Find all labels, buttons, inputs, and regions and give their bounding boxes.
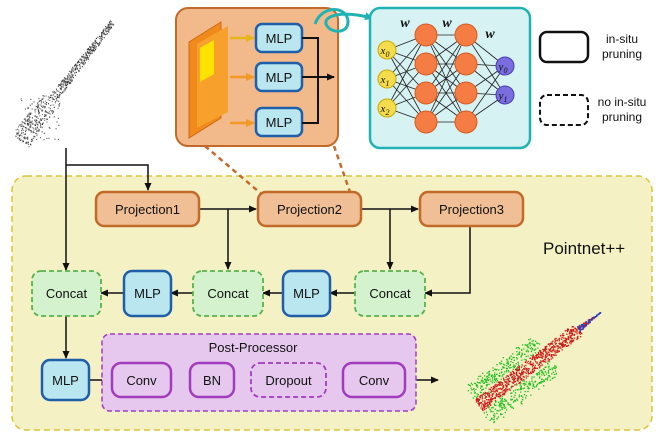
svg-text:x1: x1: [380, 74, 390, 88]
inset-guide-left: [204, 145, 266, 198]
hidden-node-1-0: [414, 23, 438, 47]
concat-2-label: Concat: [207, 286, 249, 301]
hidden-node-1-1: [414, 52, 438, 76]
zoom-connector: [313, 8, 374, 33]
inset-guide-right: [332, 145, 352, 193]
svg-text:y1: y1: [498, 90, 508, 104]
mlp-1: MLP: [122, 269, 173, 318]
mlp-1-label: MLP: [134, 286, 161, 301]
concat-2: Concat: [192, 270, 264, 317]
post-conv-2: Conv: [341, 361, 407, 399]
output-node-1: y1: [495, 85, 515, 105]
projection-1-label: Projection1: [115, 202, 180, 217]
hidden-node-2-2: [454, 81, 478, 105]
projection-1: Projection1: [94, 190, 201, 228]
hidden-node-2-3: [454, 110, 478, 134]
input-point-cloud-icon: [15, 20, 115, 148]
inset-mlp-3-label: MLP: [266, 115, 293, 130]
mlp-3-label: MLP: [52, 373, 79, 388]
weight-label-1: w: [400, 16, 410, 31]
mlp-3: MLP: [40, 358, 91, 402]
post-dropout-label: Dropout: [265, 373, 312, 388]
legend-solid-swatch: [538, 30, 590, 64]
hidden-node-2-1: [454, 52, 478, 76]
post-dropout: Dropout: [250, 362, 327, 398]
post-bn: BN: [188, 361, 236, 399]
connections: [62, 148, 471, 384]
input-node-1: x1: [377, 69, 397, 89]
legend-solid-label-2: pruning: [602, 47, 642, 61]
projection-2: Projection2: [256, 190, 363, 228]
pointnet-label: Pointnet++: [543, 239, 625, 258]
concat-3: Concat: [354, 270, 426, 317]
post-processor-title: Post-Processor: [209, 340, 299, 355]
legend-solid-label-1: in-situ: [606, 32, 638, 46]
legend-dashed-label-1: no in-situ: [598, 95, 647, 109]
post-conv-2-label: Conv: [359, 373, 390, 388]
projection-3-label: Projection3: [439, 202, 504, 217]
mlp-2-label: MLP: [293, 286, 320, 301]
legend: in-situ pruning no in-situ pruning: [538, 30, 647, 126]
output-node-0: y0: [495, 56, 515, 76]
input-node-0: x0: [377, 40, 397, 60]
feature-map-icon: [188, 21, 228, 139]
legend-dashed-label-2: pruning: [602, 110, 642, 124]
svg-text:y0: y0: [498, 61, 508, 75]
concat-1: Concat: [31, 270, 102, 317]
post-conv-1: Conv: [110, 361, 173, 399]
projection-3: Projection3: [418, 190, 525, 228]
mlp-inset-panel: MLP MLP MLP: [175, 7, 339, 147]
concat-3-label: Concat: [369, 286, 411, 301]
post-conv-1-label: Conv: [126, 373, 157, 388]
weight-label-3: w: [485, 27, 495, 42]
post-bn-label: BN: [203, 373, 221, 388]
mlp-2: MLP: [281, 269, 332, 318]
svg-text:x2: x2: [380, 103, 390, 117]
hidden-node-1-3: [414, 110, 438, 134]
inset-mlp-2-label: MLP: [266, 70, 293, 85]
post-processor: Post-Processor Conv BN Dropout Conv: [101, 333, 417, 412]
hidden-node-1-2: [414, 81, 438, 105]
inset-mlp-1-label: MLP: [266, 31, 293, 46]
input-node-2: x2: [377, 98, 397, 118]
neural-network-panel: w w w x0 x1 x2 y0 y1: [368, 6, 532, 150]
hidden-node-2-0: [454, 23, 478, 47]
concat-1-label: Concat: [46, 286, 88, 301]
segmented-point-cloud-icon: [467, 312, 602, 424]
legend-dashed-swatch: [539, 94, 589, 126]
svg-text:x0: x0: [380, 45, 390, 59]
projection-2-label: Projection2: [277, 202, 342, 217]
weight-label-2: w: [442, 16, 452, 31]
